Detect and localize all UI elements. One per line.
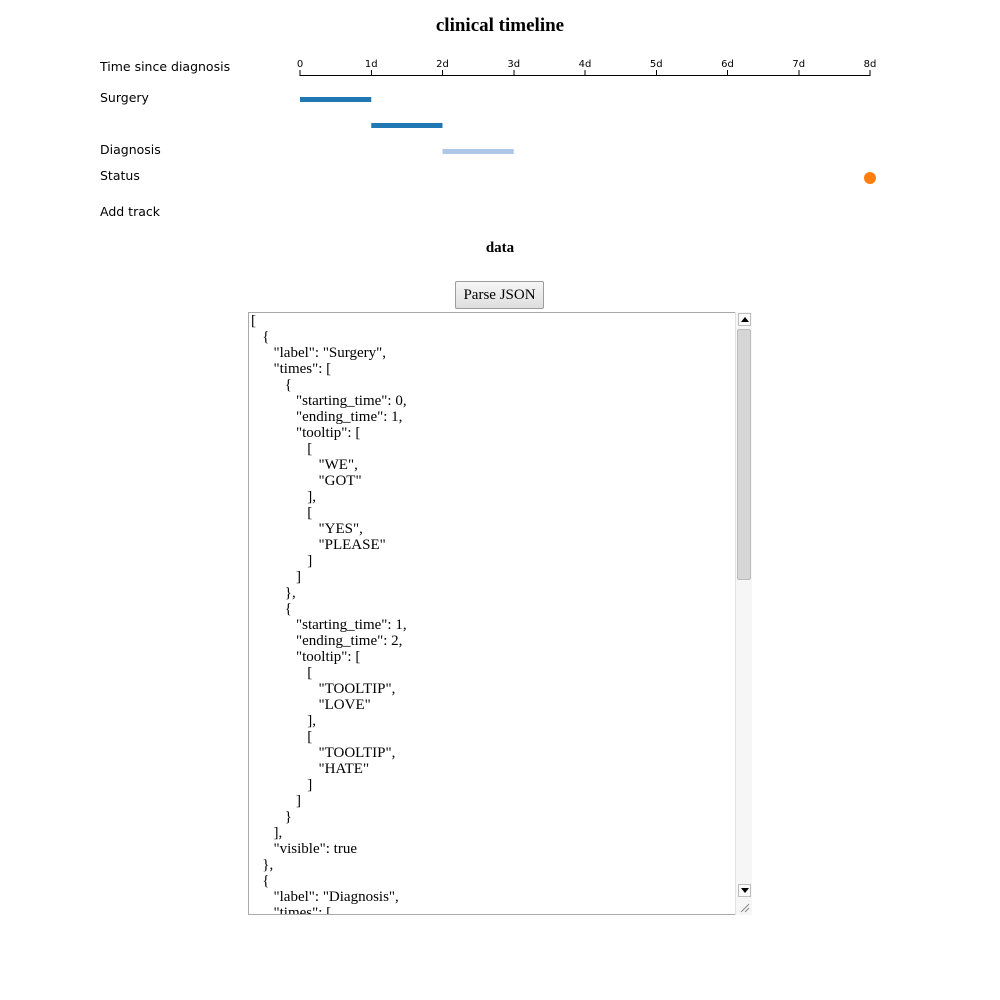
status-point[interactable] [864, 172, 876, 184]
data-section-title: data [485, 240, 515, 256]
x-tick-label: 8d [864, 59, 877, 70]
json-text-content: [ { "label": "Surgery", "times": [ { "st… [251, 313, 407, 915]
add-track-button[interactable]: Add track [100, 204, 161, 219]
surgery-interval-bar[interactable] [371, 123, 443, 128]
vertical-scrollbar[interactable] [735, 312, 752, 915]
x-tick-label: 7d [792, 59, 805, 70]
axis-label: Time since diagnosis [99, 59, 230, 74]
resize-grip-icon[interactable] [738, 902, 750, 913]
track-label-surgery[interactable]: Surgery [100, 90, 150, 105]
track-label-status[interactable]: Status [100, 168, 140, 183]
scroll-down-button[interactable] [738, 884, 751, 897]
x-tick-label: 2d [436, 59, 449, 70]
surgery-interval-bar[interactable] [300, 97, 372, 102]
x-tick-label: 5d [650, 59, 663, 70]
parse-json-button[interactable]: Parse JSON [455, 281, 544, 309]
scroll-up-button[interactable] [738, 313, 751, 326]
scroll-thumb[interactable] [737, 329, 751, 580]
x-tick-label: 0 [297, 59, 303, 70]
timeline-marks [300, 97, 876, 184]
x-tick-label: 1d [365, 59, 378, 70]
page-title: clinical timeline [435, 15, 565, 36]
x-tick-label: 3d [507, 59, 520, 70]
x-axis-ticks: 0 1d 2d 3d 4d 5d 6d 7d 8d [297, 59, 877, 76]
clinical-timeline-chart: Time since diagnosis 0 1d 2d 3d 4d 5d 6d 7d 8d S… [99, 59, 877, 219]
json-textarea[interactable]: [ { "label": "Surgery", "times": [ { "st… [248, 312, 752, 915]
track-label-diagnosis[interactable]: Diagnosis [100, 142, 161, 157]
x-tick-label: 4d [579, 59, 592, 70]
diagnosis-interval-bar[interactable] [442, 149, 514, 154]
scroll-down-arrow-icon [741, 888, 749, 893]
scroll-up-arrow-icon [741, 317, 749, 322]
x-tick-label: 6d [721, 59, 734, 70]
